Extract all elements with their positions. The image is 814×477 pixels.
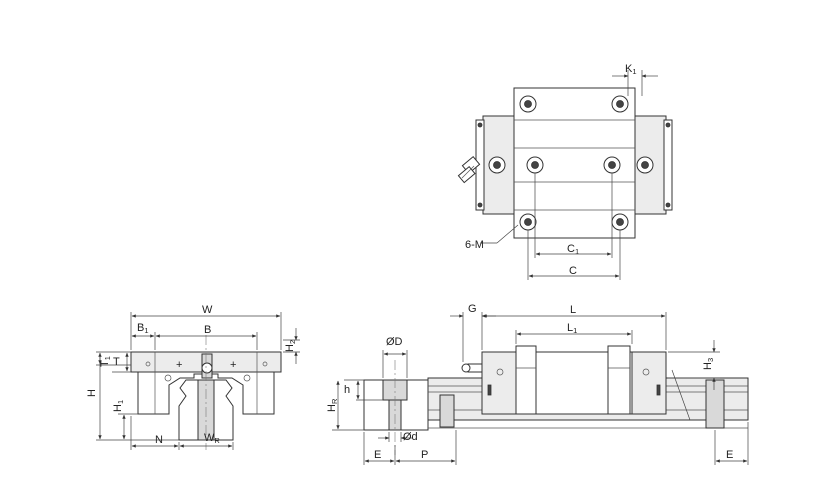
dim-L: L [570,304,576,316]
dim-B1: B1 [137,322,149,335]
dim-d: Ød [403,431,418,443]
dim-G: G [468,303,477,315]
dim-D: ØD [386,336,403,348]
dim-H: H [86,389,98,397]
top-view: K1 6-M C1 C [457,63,673,280]
dim-N: N [155,434,163,446]
dim-C1: C1 [567,243,579,256]
dim-WR: WR [204,432,220,445]
dim-W: W [202,304,213,316]
dim-H2: H2 [284,340,297,352]
dim-T1: T1 [99,356,112,367]
top-end-cap-right [663,119,673,211]
dim-K1: K1 [625,63,637,76]
rail-hole-detail: ØD h HR Ød E P [326,336,457,465]
front-mark-left: + [176,359,182,371]
side-rail-hole-right [705,379,725,429]
dim-H3: H3 [702,358,715,370]
dim-6-M: 6-M [465,239,484,251]
dim-B: B [204,324,211,336]
dim-T: T [113,356,120,368]
side-bolt-left [515,345,537,415]
dim-L1: L1 [567,322,577,335]
side-view: G L L1 H3 E [427,303,749,465]
front-view: + + W B1 B H2 T1 T H [86,304,300,450]
top-mounting-holes [477,95,671,231]
dim-H1: H1 [112,400,125,412]
dim-HR: HR [326,398,339,412]
side-rail-hole-left [439,394,455,428]
side-bolt-right [607,345,631,415]
dim-h: h [344,384,350,396]
dim-C: C [569,265,577,277]
grease-nipple [457,155,481,184]
dim-P: P [421,449,428,461]
dim-E-side: E [726,449,733,461]
dim-E-rail: E [374,449,381,461]
front-mark-right: + [230,359,236,371]
